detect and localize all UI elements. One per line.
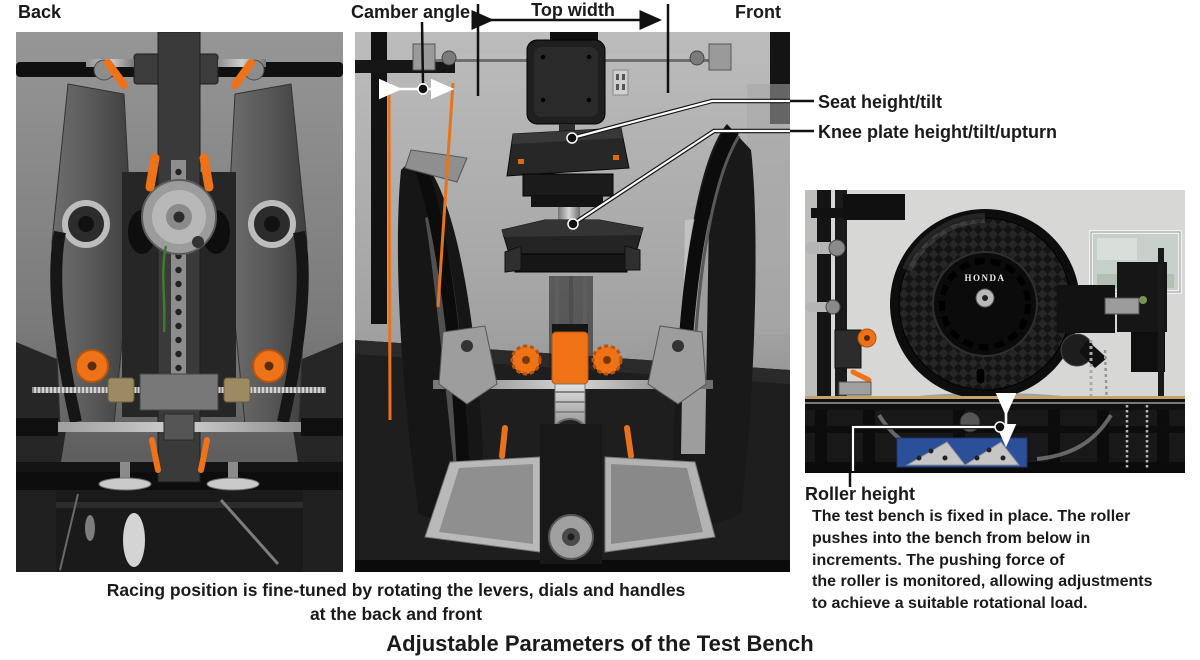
roller-view-illustration: HONDA (805, 190, 1185, 473)
mount-tower (805, 190, 905, 420)
orange-levers (104, 59, 255, 473)
honda-carbon-wheel: HONDA (890, 209, 1086, 411)
photo-front-view (355, 32, 790, 572)
lower-mechanism (424, 324, 716, 564)
wheel-brand-text: HONDA (965, 273, 1006, 283)
adjustment-dial (141, 179, 217, 333)
right-assembly (1057, 248, 1167, 411)
camber-indicator-lines (387, 82, 455, 421)
back-view-illustration (16, 32, 343, 572)
figure-title: Adjustable Parameters of the Test Bench (386, 631, 814, 656)
roller-height-label: Roller height (805, 484, 916, 504)
back-label: Back (18, 2, 62, 22)
orange-dials (75, 349, 286, 383)
front-view-illustration (355, 32, 790, 572)
photo-back-view (16, 32, 343, 572)
threaded-rods (16, 373, 343, 441)
bench-frame (805, 396, 1185, 473)
photos-caption: Racing position is fine-tuned by rotatin… (106, 580, 686, 624)
top-width-label: Top width (531, 0, 615, 20)
suction-feet (98, 462, 260, 491)
front-label: Front (735, 2, 781, 22)
photo-roller-view: HONDA (805, 190, 1185, 473)
knee-plate-label: Knee plate height/tilt/upturn (818, 122, 1057, 142)
camber-angle-label: Camber angle (350, 2, 470, 22)
seat-height-tilt-label: Seat height/tilt (818, 92, 943, 112)
roller-height-description: The test bench is fixed in place. The ro… (812, 508, 1153, 613)
